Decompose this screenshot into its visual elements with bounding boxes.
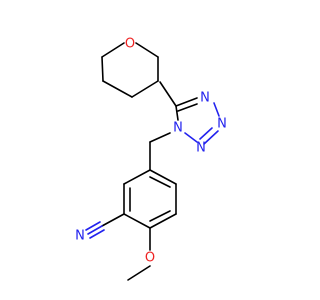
bond-o-ch3 xyxy=(127,265,151,281)
tetrazole-n2-label: N xyxy=(196,141,206,156)
nitrile-nitrogen-label: N xyxy=(75,229,85,244)
bond-n1-ch2 xyxy=(149,132,171,143)
tetrazole-n3-label: N xyxy=(217,117,227,132)
bond-ar4 xyxy=(149,213,177,229)
bond-triple-3 xyxy=(89,229,105,239)
structure-svg: O N N N N N O xyxy=(75,37,227,281)
bond-aryl-cn xyxy=(101,213,125,227)
bond-o-c2 xyxy=(101,42,125,58)
oxane-oxygen-label: O xyxy=(125,37,135,52)
bond-n1-c5 xyxy=(175,105,179,121)
bond-n4-n3 xyxy=(213,102,220,117)
bond-c2-c3 xyxy=(101,56,104,82)
tetrazole-n4-label: N xyxy=(200,91,210,106)
bond-c6-o xyxy=(135,42,159,58)
bond-triple-1 xyxy=(87,225,103,235)
bond-n2-n1 xyxy=(184,132,198,143)
bond-c4-c5 xyxy=(131,80,159,98)
bond-oxane-tetrazole xyxy=(159,81,177,107)
nitrile-group xyxy=(85,213,125,239)
benzene-ring xyxy=(123,169,177,229)
bond-c3-c4 xyxy=(102,80,133,98)
bond-c5-n4-double xyxy=(177,103,198,112)
oxane-ring xyxy=(101,42,159,98)
molecule-diagram: O N N N N N O xyxy=(75,37,227,281)
bond-n3-n2 xyxy=(203,130,219,145)
tetrazole-n1-label: N xyxy=(173,121,183,136)
methoxy-oxygen-label: O xyxy=(145,251,155,266)
bond-ar4-inner xyxy=(149,210,171,222)
bond-ar6-inner xyxy=(149,176,171,188)
bond-ar6 xyxy=(149,169,177,185)
bond-c5-n4 xyxy=(175,97,198,107)
tetrazole-ring xyxy=(175,97,220,145)
bond-ar1 xyxy=(123,169,151,185)
methoxy-group xyxy=(127,227,151,281)
bond-n3-n2-double xyxy=(199,127,213,140)
bond-triple-2 xyxy=(85,221,101,231)
bond-ar3 xyxy=(123,213,151,229)
